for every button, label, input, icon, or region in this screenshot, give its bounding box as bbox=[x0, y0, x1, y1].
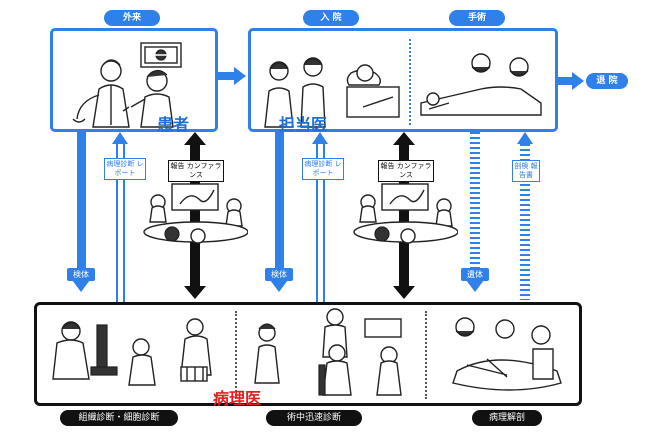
report-arrow-left-head bbox=[112, 132, 128, 144]
pathologist-label: 病理医 bbox=[213, 389, 262, 408]
patient-label: 患者 bbox=[157, 115, 190, 134]
section-divider-left bbox=[235, 311, 237, 399]
flow-arrow-head bbox=[234, 67, 246, 85]
conference-arrow-mid-down bbox=[393, 286, 415, 299]
specimen-arrow-mid-head bbox=[270, 280, 288, 292]
specimen-arrow-left-head bbox=[72, 280, 90, 292]
doctor-patient-illustration bbox=[72, 42, 182, 128]
report-label-mid: 病理診断 レポート bbox=[302, 158, 344, 180]
pathology-box: 病理医 bbox=[34, 302, 582, 408]
conference-illustration-mid bbox=[353, 183, 458, 244]
conference-label-mid: 報告 カンファランス bbox=[378, 160, 434, 182]
section-label-histology: 組織診断・細胞診断 bbox=[60, 410, 178, 426]
specimen-label-left: 検体 bbox=[67, 268, 95, 281]
specimen-label-mid: 検体 bbox=[265, 268, 293, 281]
stage-discharge: 退 院 bbox=[586, 73, 628, 89]
specimen-arrow-mid-shaft bbox=[275, 132, 284, 280]
conference-label-left: 報告 カンファランス bbox=[168, 160, 224, 182]
body-arrow-shaft bbox=[470, 132, 480, 280]
pathology-illustration bbox=[52, 308, 562, 396]
attending-label: 担当医 bbox=[279, 115, 328, 134]
discharge-arrow-shaft bbox=[558, 77, 574, 85]
autopsy-report-arrow-shaft bbox=[520, 144, 530, 300]
body-arrow-head bbox=[466, 280, 484, 292]
conference-arrow-mid-shaft bbox=[399, 144, 409, 286]
conference-arrow-mid-up bbox=[393, 132, 415, 145]
ward-surgery-divider bbox=[409, 39, 411, 125]
conference-arrow-left-shaft bbox=[190, 144, 200, 286]
stage-surgery: 手術 bbox=[449, 10, 505, 26]
body-label: 遺体 bbox=[461, 268, 489, 281]
report-arrow-mid-shaft bbox=[316, 144, 325, 302]
inpatient-box: 担当医 bbox=[248, 28, 558, 134]
section-label-intraoperative: 術中迅速診断 bbox=[266, 410, 362, 426]
section-label-autopsy: 病理解剖 bbox=[472, 410, 542, 426]
flow-arrow-shaft bbox=[218, 72, 236, 80]
discharge-arrow-head bbox=[572, 72, 584, 90]
stage-outpatient: 外来 bbox=[104, 10, 160, 26]
conference-arrow-left-up bbox=[184, 132, 206, 145]
report-arrow-mid-head bbox=[312, 132, 328, 144]
report-label-left: 病理診断 レポート bbox=[104, 158, 146, 180]
autopsy-report-label: 剖検 報告書 bbox=[512, 160, 540, 182]
stage-inpatient: 入 院 bbox=[303, 10, 359, 26]
specimen-arrow-left-shaft bbox=[77, 132, 86, 280]
section-divider-right bbox=[425, 311, 427, 399]
outpatient-box: 患者 bbox=[50, 28, 218, 134]
report-arrow-left-shaft bbox=[116, 144, 125, 302]
autopsy-report-arrow-head bbox=[517, 132, 533, 144]
ward-illustration bbox=[264, 53, 542, 128]
conference-illustration-left bbox=[143, 183, 248, 244]
conference-arrow-left-down bbox=[184, 286, 206, 299]
